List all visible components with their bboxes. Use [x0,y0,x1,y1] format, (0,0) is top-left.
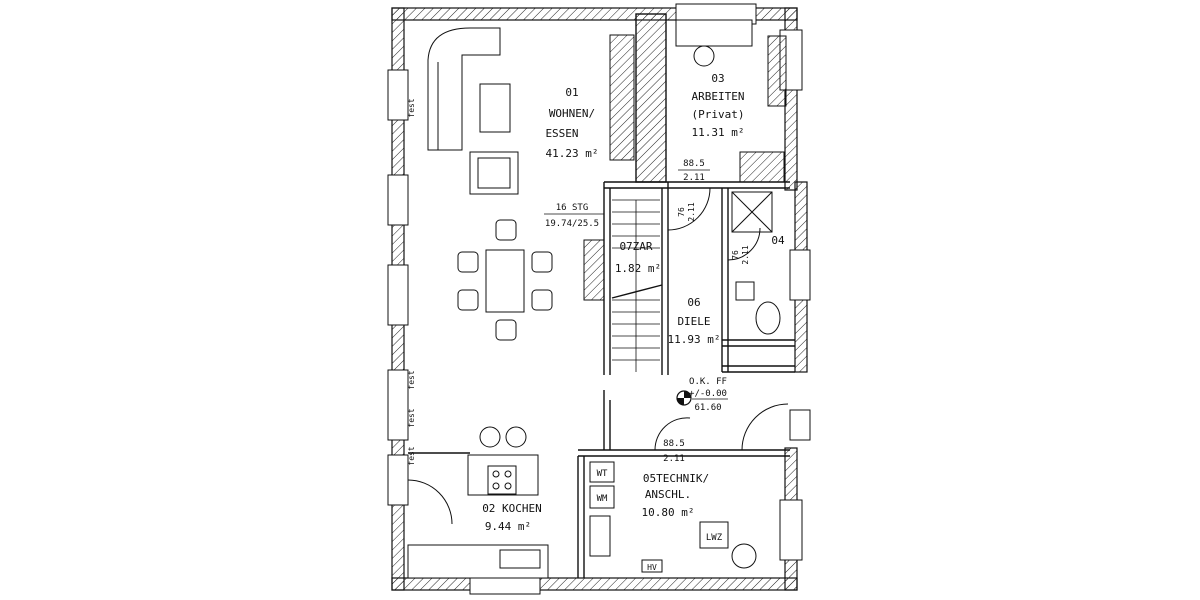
elevation-marker [676,390,692,406]
door-annotation-wc: 76 2.11 [731,245,750,264]
lwz-label: LWZ [706,533,723,543]
door-width-label: 88.5 [663,439,685,449]
door-height-label: 2.11 [687,202,696,221]
wm-label: WM [597,494,608,504]
room-wohnen-name: WOHNEN/ [549,107,595,120]
room-arbeiten-number: 03 [711,72,724,85]
fest-label: fest [407,98,416,117]
room-zar-name: 07ZAR [619,240,652,253]
room-diele-area: 11.93 m² [668,333,721,346]
door-height-label: 2.11 [663,454,685,464]
room-zar-label: 07ZAR 1.82 m² [615,240,661,275]
room-wohnen-label: 01 WOHNEN/ ESSEN 41.23 m² [545,86,598,160]
wt-label: WT [597,469,608,479]
room-technik-label: 05TECHNIK/ ANSCHL. 10.80 m² [642,472,710,519]
room-kochen-name: 02 KOCHEN [482,502,542,515]
door-width-label: 76 [731,250,740,260]
door-swings [407,187,789,525]
room-arbeiten-name: ARBEITEN [692,90,745,103]
room-diele-name: DIELE [677,315,710,328]
door-annotation-zar: 76 2.11 [677,202,696,221]
room-technik-name2: ANSCHL. [645,488,691,501]
stairs-annotation: 16 STG 19.74/25.5 [544,203,604,229]
room-kochen-area: 9.44 m² [485,520,531,533]
room-kochen-label: 02 KOCHEN 9.44 m² [482,502,542,533]
room-wc-number: 04 [771,234,785,247]
door-width-label: 88.5 [683,159,705,169]
room-zar-area: 1.82 m² [615,262,661,275]
door-annotation-arbeiten: 88.5 2.11 [678,159,710,183]
stairs-ratio: 19.74/25.5 [545,219,599,229]
room-diele-number: 06 [687,296,700,309]
stairs [611,199,663,372]
door-width-label: 76 [677,207,686,217]
room-wohnen-area: 41.23 m² [546,147,599,160]
elevation-label: 61.60 [694,403,721,413]
door-annotation-technik: 88.5 2.11 [658,439,690,464]
level-label: +/-0.00 [689,389,727,399]
fest-label: fest [407,408,416,427]
fixed-window-labels: fest fest fest fest [407,98,416,465]
room-diele-label: 06 DIELE 11.93 m² [668,296,721,346]
level-annotation: O.K. FF +/-0.00 61.60 [689,377,728,413]
interior-walls [408,13,795,578]
ok-ff-label: O.K. FF [689,377,727,387]
room-arbeiten-label: 03 ARBEITEN (Privat) 11.31 m² [692,72,745,139]
stairs-count: 16 STG [556,203,589,213]
room-technik-area: 10.80 m² [642,506,695,519]
room-wohnen-name2: ESSEN [545,127,578,140]
room-arbeiten-sub: (Privat) [692,108,745,121]
door-height-label: 2.11 [683,173,705,183]
furniture [407,19,787,579]
hv-label: HV [647,563,657,572]
fest-label: fest [407,370,416,389]
fest-label: fest [407,446,416,465]
door-height-label: 2.11 [741,245,750,264]
room-technik-name: 05TECHNIK/ [643,472,709,485]
room-wohnen-number: 01 [565,86,578,99]
room-arbeiten-area: 11.31 m² [692,126,745,139]
